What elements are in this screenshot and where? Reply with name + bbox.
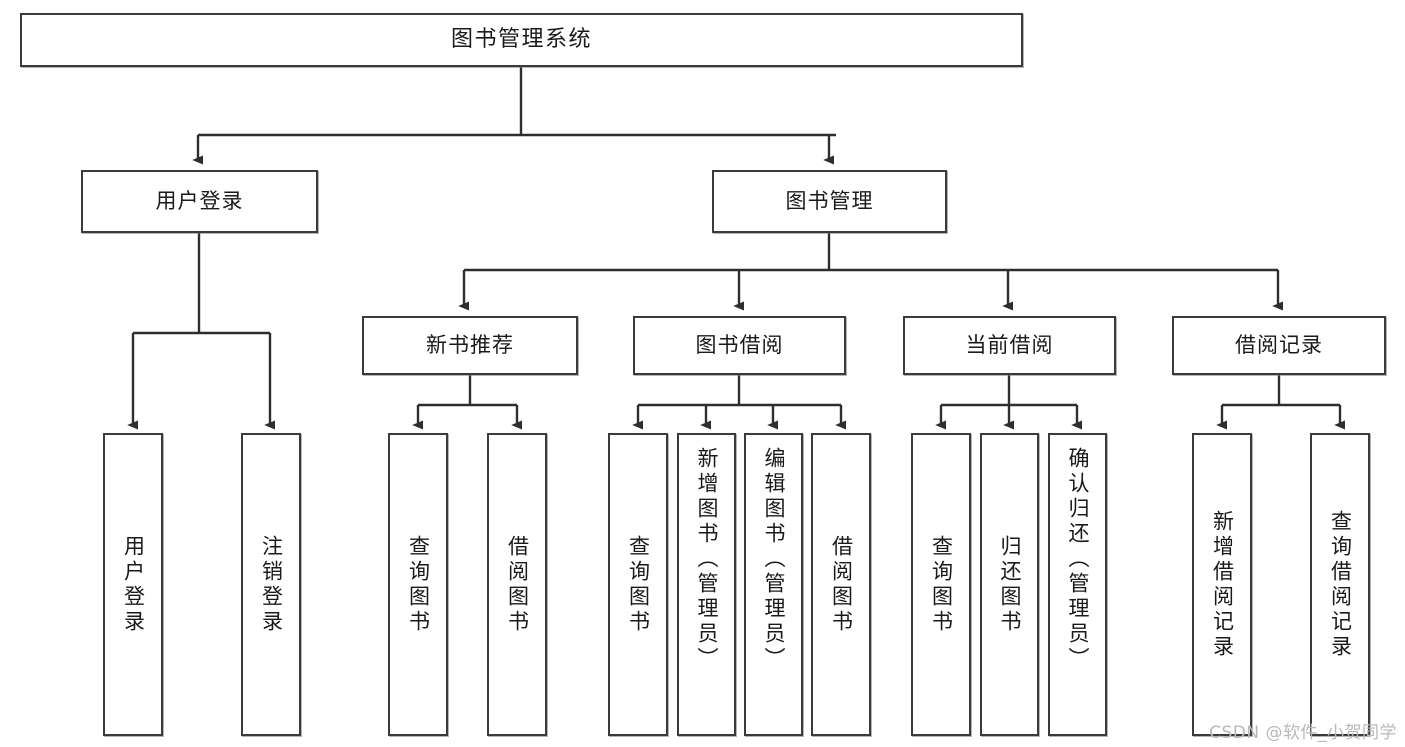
- node-label: 查询图书: [626, 534, 651, 635]
- node-label: 用户登录: [155, 189, 244, 214]
- node-book-borrow[interactable]: 图书借阅: [633, 316, 846, 375]
- node-label: 借阅图书: [505, 534, 530, 635]
- node-label: 借阅图书: [829, 534, 854, 635]
- node-label: 查询图书: [929, 534, 954, 635]
- node-new-book-recommend[interactable]: 新书推荐: [362, 316, 578, 375]
- node-label: 图书管理: [785, 189, 874, 214]
- node-label: 新书推荐: [426, 333, 514, 358]
- leaf-user-login-logout[interactable]: 注销登录: [241, 433, 301, 736]
- node-borrow-records[interactable]: 借阅记录: [1172, 316, 1386, 375]
- leaf-records-add-record[interactable]: 新增借阅记录: [1192, 433, 1252, 736]
- node-label: 归还图书: [998, 534, 1022, 635]
- node-label: 当前借阅: [965, 333, 1054, 358]
- node-root-system[interactable]: 图书管理系统: [20, 13, 1023, 67]
- leaf-new-book-borrow[interactable]: 借阅图书: [487, 433, 547, 736]
- leaf-borrow-borrow-book[interactable]: 借阅图书: [811, 433, 871, 736]
- node-user-login[interactable]: 用户登录: [81, 170, 318, 233]
- leaf-current-query-book[interactable]: 查询图书: [911, 433, 971, 736]
- node-label: 编辑图书（管理员）: [762, 447, 786, 672]
- leaf-borrow-query-book[interactable]: 查询图书: [608, 433, 668, 736]
- node-label: 图书管理系统: [450, 27, 592, 53]
- leaf-borrow-add-book-admin[interactable]: 新增图书（管理员）: [677, 433, 736, 736]
- node-label: 注销登录: [259, 534, 284, 635]
- node-label: 确认归还（管理员）: [1066, 447, 1090, 672]
- leaf-borrow-edit-book-admin[interactable]: 编辑图书（管理员）: [744, 433, 803, 736]
- node-label: 新增图书（管理员）: [695, 447, 719, 672]
- leaf-records-query-record[interactable]: 查询借阅记录: [1310, 433, 1370, 736]
- node-label: 新增借阅记录: [1210, 509, 1235, 660]
- node-label: 查询图书: [406, 534, 431, 635]
- node-current-borrow[interactable]: 当前借阅: [903, 316, 1116, 375]
- watermark: CSDN @软件_小贺同学: [1209, 723, 1397, 743]
- leaf-current-return-book[interactable]: 归还图书: [980, 433, 1039, 736]
- leaf-current-confirm-return-admin[interactable]: 确认归还（管理员）: [1048, 433, 1107, 736]
- node-label: 借阅记录: [1235, 333, 1323, 358]
- node-label: 图书借阅: [695, 333, 784, 358]
- leaf-user-login-login[interactable]: 用户登录: [103, 433, 163, 736]
- leaf-new-book-query[interactable]: 查询图书: [388, 433, 448, 736]
- node-book-management[interactable]: 图书管理: [712, 170, 947, 233]
- node-label: 用户登录: [121, 534, 146, 635]
- node-label: 查询借阅记录: [1328, 509, 1353, 660]
